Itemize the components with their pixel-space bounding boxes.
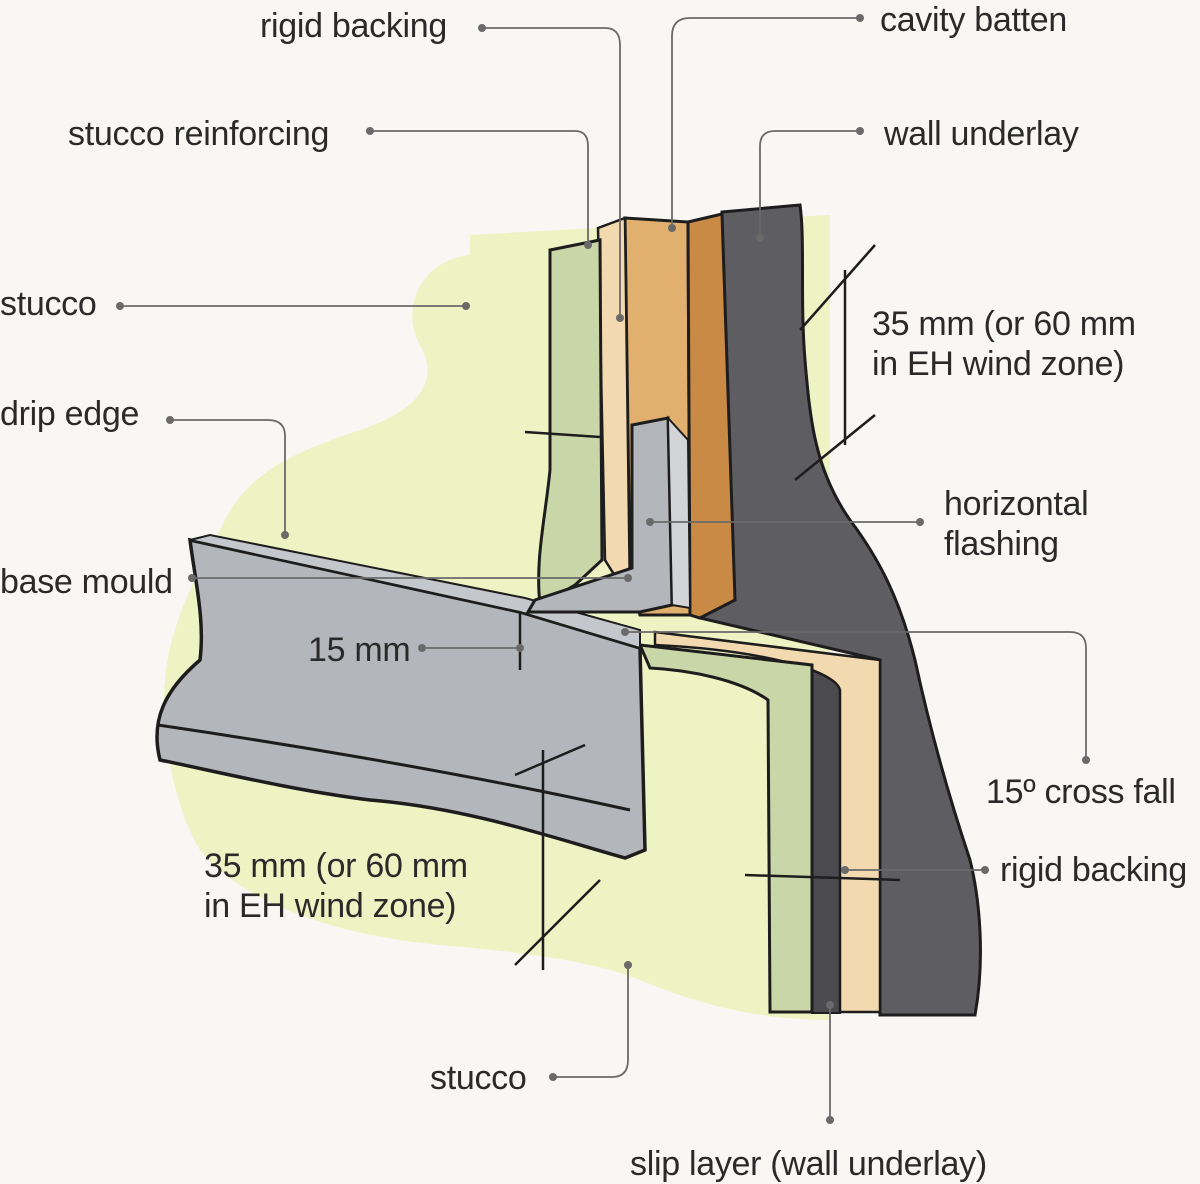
sill-bottom-edge: [157, 723, 631, 812]
stucco-lower-section: [637, 643, 814, 1014]
label-horizontal-flashing-line2: flashing: [944, 525, 1059, 563]
wall-underlay-mass: [697, 203, 982, 1017]
label-horizontal-flashing-line1: horizontal: [944, 485, 1089, 523]
label-clearance-upper-line1: 35 mm (or 60 mm: [872, 305, 1136, 343]
label-stucco-reinforcing: stucco reinforcing: [68, 115, 330, 153]
leader-dots: [116, 14, 1090, 1124]
label-clearance-lower-line1: 35 mm (or 60 mm: [204, 847, 468, 885]
dimension-marks: [514, 244, 901, 970]
label-rigid-backing-top: rigid backing: [260, 7, 447, 45]
base-mould-sill: [155, 537, 647, 860]
label-slip-layer: slip layer (wall underlay): [630, 1145, 987, 1183]
label-clearance-lower: 35 mm (or 60 mm in EH wind zone): [204, 846, 468, 926]
label-rigid-backing-bottom: rigid backing: [1000, 851, 1187, 889]
label-wall-underlay: wall underlay: [884, 115, 1079, 153]
flashing-upstand: [666, 415, 692, 610]
label-clearance-upper-line2: in EH wind zone): [872, 345, 1125, 383]
label-drip-edge: drip edge: [0, 395, 140, 433]
label-gap-15mm: 15 mm: [308, 631, 411, 669]
leader-lines: [120, 17, 1087, 1120]
label-clearance-upper: 35 mm (or 60 mm in EH wind zone): [872, 304, 1136, 384]
label-cavity-batten: cavity batten: [880, 1, 1067, 39]
slip-layer-strip: [811, 667, 841, 1014]
label-stucco-bottom: stucco: [430, 1059, 527, 1097]
label-base-mould: base mould: [0, 563, 173, 601]
label-stucco-top: stucco: [0, 285, 97, 323]
label-clearance-lower-line2: in EH wind zone): [204, 887, 457, 925]
label-cross-fall: 15º cross fall: [986, 773, 1176, 811]
label-horizontal-flashing: horizontal flashing: [944, 484, 1089, 564]
